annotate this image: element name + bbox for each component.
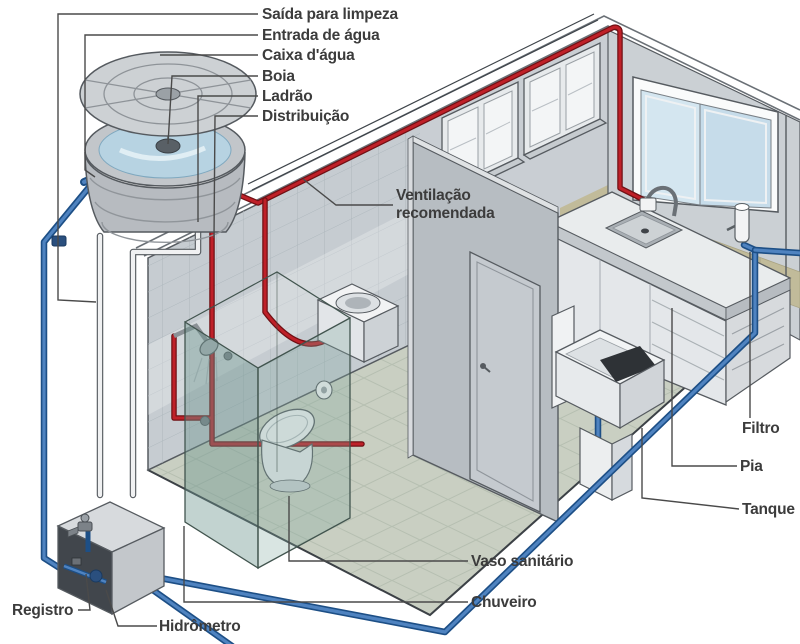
label-caixa-dagua: Caixa d'água	[262, 47, 355, 64]
label-filtro: Filtro	[742, 420, 780, 437]
white-drain-pipes	[96, 226, 202, 499]
toilet	[259, 408, 315, 493]
label-boia: Boia	[262, 68, 295, 85]
shower-head	[173, 323, 233, 426]
label-entrada-agua: Entrada de água	[262, 27, 380, 44]
label-vaso-sanitario: Vaso sanitário	[471, 553, 574, 570]
vent-pipe-lines	[247, 13, 599, 191]
label-tanque: Tanque	[742, 501, 795, 518]
registro-valve	[71, 557, 82, 566]
label-distribuicao: Distribuição	[262, 108, 350, 125]
kitchen-faucet	[639, 185, 678, 217]
upper-cabinets	[440, 41, 608, 199]
label-ventilacao-line2: recomendada	[396, 205, 495, 223]
label-ventilacao-line1: Ventilação	[396, 187, 471, 204]
label-ventilacao: Ventilação recomendada	[396, 187, 495, 224]
label-pia: Pia	[740, 458, 763, 475]
tank-lid	[79, 51, 257, 137]
kitchen-window	[632, 76, 779, 213]
label-hidrometro: Hidrômetro	[159, 618, 241, 635]
water-filter	[726, 203, 750, 243]
water-tank	[79, 51, 257, 244]
hidrometro-meter	[89, 569, 103, 583]
leader-lines	[57, 13, 751, 627]
label-ladrao: Ladrão	[262, 88, 313, 105]
partition-wall	[407, 135, 559, 524]
wall-hung-basin	[316, 283, 400, 363]
kitchen-counter	[546, 191, 792, 406]
label-chuveiro: Chuveiro	[471, 594, 537, 611]
water-meter-box	[56, 501, 235, 644]
bathroom-door	[469, 250, 541, 514]
bathroom-fixtures	[173, 271, 400, 570]
laundry-tank	[551, 305, 666, 501]
blue-supply-riser	[40, 176, 99, 576]
blue-floor-pipe	[156, 241, 800, 636]
shower-glass-enclosure	[184, 271, 351, 570]
garden-tap	[67, 513, 93, 552]
label-saida-limpeza: Saída para limpeza	[262, 6, 398, 23]
label-registro: Registro	[12, 602, 74, 619]
toilet-paper-holder	[315, 380, 333, 400]
